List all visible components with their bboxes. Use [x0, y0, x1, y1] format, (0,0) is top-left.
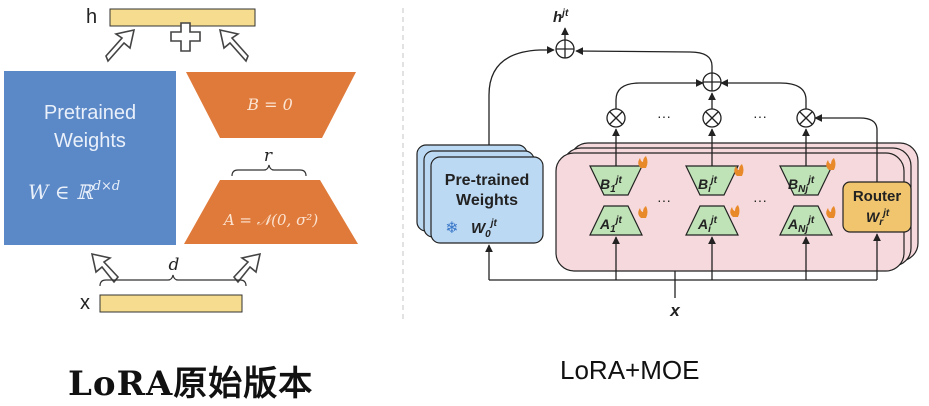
lora-diagram: h Pretrained Weights W ∈ ℝd×d B = 0 r A …: [4, 6, 358, 314]
lora-x-bar: [99, 294, 243, 313]
moe-multiply-node-i: [702, 108, 722, 128]
moe-anj-matrix: [779, 205, 833, 236]
moe-caption: LoRA+MOE: [560, 355, 700, 385]
moe-multiply-node-1: [606, 108, 626, 128]
moe-bi-matrix: [685, 165, 739, 196]
moe-diagram: hjt Pre-trained Weights ❄ W0jt: [416, 8, 919, 320]
lora-pretrained-line1: Pretrained: [44, 102, 136, 124]
lora-up-arrow-right: [218, 28, 249, 63]
lora-d-label: d: [169, 255, 180, 275]
lora-pretrained-box: [4, 71, 176, 245]
moe-bnj-matrix: [779, 165, 833, 196]
moe-x-label: x: [669, 301, 681, 320]
moe-router-label: Router: [853, 188, 901, 205]
moe-expert-sum-to-top-line: [575, 47, 713, 73]
moe-pretrained-to-sum-line: [488, 46, 555, 149]
moe-mult1-to-sum-line: [615, 79, 704, 109]
moe-pretrained-line2: Weights: [456, 192, 518, 209]
lora-d-brace: [99, 274, 247, 287]
lora-plus-icon: [170, 22, 201, 52]
moe-expert-dots-b2: ···: [753, 192, 767, 208]
moe-ai-label: Aijt: [697, 215, 718, 235]
snowflake-icon: ❄: [445, 218, 458, 237]
lora-h-label: h: [86, 6, 97, 28]
moe-expert-sum-node: [702, 72, 722, 92]
moe-multnj-to-sum-line: [720, 79, 807, 109]
lora-bottom-arrow-left: [90, 252, 120, 284]
moe-anj-label: ANjjt: [787, 215, 815, 235]
moe-b1-label: B1jt: [600, 175, 622, 195]
flame-icon-bnj: [826, 158, 836, 170]
moe-b1-matrix: [589, 165, 643, 196]
moe-pretrained-box: [430, 156, 544, 244]
moe-h-label: hjt: [553, 8, 569, 26]
lora-a-label: A = 𝒩(0, σ²): [222, 211, 318, 229]
flame-icon-a1: [638, 206, 648, 218]
lora-r-brace: [231, 164, 307, 177]
moe-bnj-label: BNjjt: [788, 175, 815, 195]
lora-pretrained-line2: Weights: [54, 130, 126, 152]
moe-w0-label: W0jt: [471, 218, 498, 240]
flame-icon-ai: [730, 205, 740, 217]
lora-w-formula: W ∈ ℝd×d: [28, 179, 120, 204]
moe-router-to-multiply-line: [814, 114, 878, 182]
moe-a1-label: A1jt: [599, 215, 622, 235]
moe-expert-dots-b1: ···: [657, 192, 671, 208]
lora-up-arrow-left: [105, 28, 136, 63]
lora-x-label: x: [80, 292, 90, 314]
moe-bi-label: Bijt: [698, 175, 718, 195]
moe-multiply-node-nj: [796, 108, 816, 128]
lora-b-matrix: [186, 72, 356, 138]
moe-pretrained-line1: Pre-trained: [445, 172, 529, 189]
lora-b-label: B = 0: [246, 95, 293, 114]
flame-icon-anj: [826, 206, 836, 218]
moe-multiply-dots-1: ···: [657, 108, 671, 124]
lora-caption: LoRA原始版本: [68, 364, 314, 404]
moe-a1-matrix: [589, 205, 643, 236]
lora-bottom-arrow-right: [232, 252, 262, 284]
moe-router-box: [842, 181, 912, 233]
lora-a-matrix: [184, 180, 358, 244]
moe-ai-matrix: [685, 205, 739, 236]
lora-r-label: r: [264, 146, 273, 166]
flame-icon-b1: [638, 156, 648, 168]
flame-icon-bi: [734, 164, 744, 176]
moe-top-sum-node: [555, 39, 575, 59]
moe-multiply-dots-2: ···: [753, 108, 767, 124]
moe-router-weight: Wrjt: [866, 208, 890, 228]
